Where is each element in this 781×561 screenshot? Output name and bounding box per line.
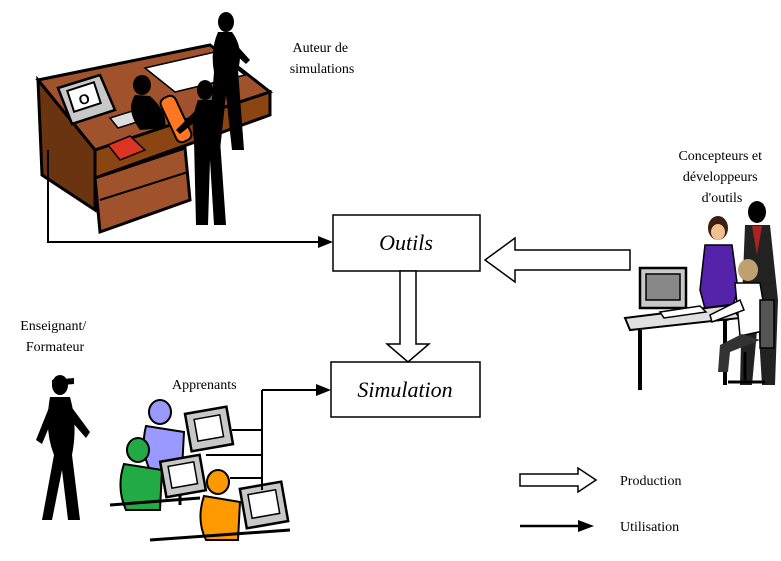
legend: Production Utilisation [519, 466, 681, 535]
learners-illustration [109, 399, 291, 542]
leaning-person-head [197, 80, 213, 100]
leaning-person-body [192, 100, 226, 225]
teacher-figure [36, 375, 90, 520]
simulation-box [330, 361, 481, 418]
developers-label: Concepteurs et développeurs d'outils [678, 149, 765, 206]
author-illustration: O [35, 12, 274, 235]
production-arrow-tools-to-simulation [384, 270, 432, 363]
usage-arrow-author-to-tools [47, 150, 318, 243]
seated-person-body [131, 95, 166, 130]
production-arrow-developers-to-tools [483, 236, 631, 284]
learners-label: Apprenants [172, 378, 237, 393]
teacher-label: Enseignant/ Formateur [20, 319, 90, 355]
tools-box [332, 214, 481, 272]
svg-text:O: O [76, 90, 91, 109]
tools-box-label: Outils [379, 230, 433, 255]
seated-person-head [133, 75, 151, 95]
desk-drawer [93, 145, 192, 235]
simulation-box-label: Simulation [357, 377, 452, 402]
red-notepad [106, 135, 147, 161]
desk-side [36, 75, 97, 213]
author-screen [66, 80, 102, 114]
legend-usage-label: Utilisation [620, 520, 679, 535]
legend-production-arrow [519, 466, 598, 494]
legend-production-label: Production [620, 474, 681, 489]
standing-person-head [218, 12, 234, 32]
developers-illustration [623, 201, 778, 390]
author-label: Auteur de simulations [290, 41, 355, 77]
